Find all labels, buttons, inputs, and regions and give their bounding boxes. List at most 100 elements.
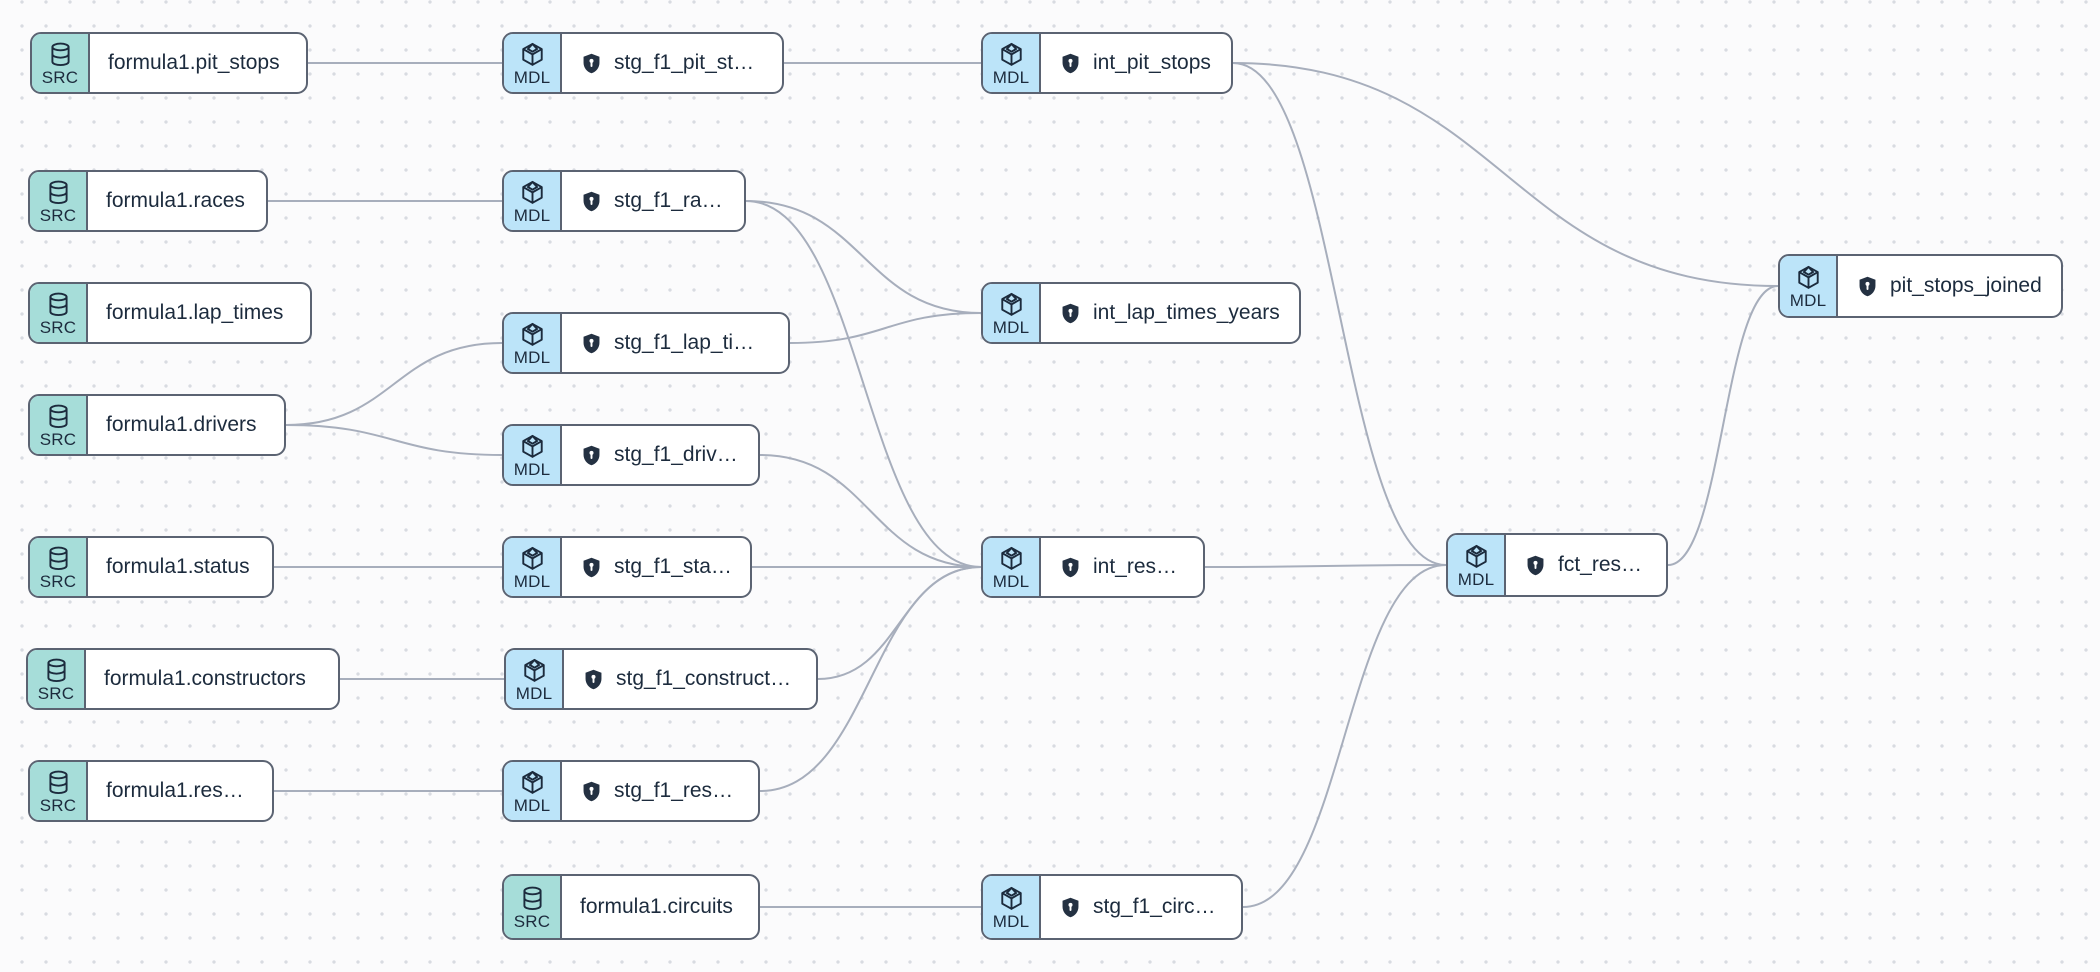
- node-body: stg_f1_circuits: [1041, 876, 1241, 938]
- lineage-edge: [1667, 285, 1779, 566]
- model-type-badge: MDL: [504, 538, 562, 596]
- shield-icon: [580, 444, 603, 467]
- model-type-badge: MDL: [1448, 535, 1506, 595]
- node-label: stg_f1_drivers: [614, 443, 740, 466]
- node-body: int_lap_times_years: [1041, 284, 1299, 342]
- node-label: formula1.results: [106, 779, 254, 802]
- database-icon: [45, 179, 72, 206]
- cube-icon: [998, 291, 1025, 318]
- lineage-edge: [759, 566, 982, 792]
- badge-label: SRC: [39, 571, 77, 591]
- model-type-badge: MDL: [504, 762, 562, 820]
- badge-label: MDL: [992, 911, 1030, 931]
- node-label: fct_results: [1558, 553, 1648, 576]
- node-body: formula1.constructors: [86, 650, 338, 708]
- badge-label: SRC: [39, 317, 77, 337]
- node-body: stg_f1_status: [562, 538, 750, 596]
- lineage-edge: [285, 424, 503, 456]
- database-icon: [519, 885, 546, 912]
- node-body: pit_stops_joined: [1838, 256, 2061, 316]
- lineage-edge: [745, 200, 982, 568]
- lineage-edge: [789, 312, 982, 344]
- graph-node-pit_stops_joined[interactable]: MDL pit_stops_joined: [1778, 254, 2063, 318]
- graph-node-fct_results[interactable]: MDL fct_results: [1446, 533, 1668, 597]
- shield-icon: [1059, 896, 1082, 919]
- badge-label: MDL: [1789, 290, 1827, 310]
- node-label: formula1.drivers: [106, 413, 257, 436]
- node-body: formula1.lap_times: [88, 284, 310, 342]
- graph-node-formula1.drivers[interactable]: SRC formula1.drivers: [28, 394, 286, 456]
- graph-node-int_lap_times_years[interactable]: MDL int_lap_times_years: [981, 282, 1301, 344]
- lineage-edge: [1204, 564, 1447, 568]
- badge-label: MDL: [513, 347, 551, 367]
- node-body: stg_f1_races: [562, 172, 744, 230]
- model-type-badge: MDL: [983, 284, 1041, 342]
- database-icon: [45, 403, 72, 430]
- lineage-edge: [285, 342, 503, 426]
- badge-label: MDL: [513, 459, 551, 479]
- graph-node-stg_f1_races[interactable]: MDL stg_f1_races: [502, 170, 746, 232]
- shield-icon: [580, 332, 603, 355]
- graph-node-stg_f1_constructors[interactable]: MDL stg_f1_constructors: [504, 648, 818, 710]
- badge-label: SRC: [37, 683, 75, 703]
- model-type-badge: MDL: [504, 34, 562, 92]
- node-body: formula1.races: [88, 172, 266, 230]
- model-type-badge: MDL: [504, 172, 562, 230]
- graph-node-formula1.races[interactable]: SRC formula1.races: [28, 170, 268, 232]
- cube-icon: [519, 179, 546, 206]
- cube-icon: [998, 885, 1025, 912]
- graph-node-formula1.constructors[interactable]: SRC formula1.constructors: [26, 648, 340, 710]
- cube-icon: [519, 41, 546, 68]
- cube-icon: [519, 545, 546, 572]
- shield-icon: [580, 780, 603, 803]
- node-label: pit_stops_joined: [1890, 274, 2042, 297]
- node-label: formula1.constructors: [104, 667, 306, 690]
- node-label: int_lap_times_years: [1093, 301, 1280, 324]
- graph-node-stg_f1_drivers[interactable]: MDL stg_f1_drivers: [502, 424, 760, 486]
- badge-label: SRC: [39, 429, 77, 449]
- node-body: formula1.drivers: [88, 396, 284, 454]
- model-type-badge: MDL: [983, 876, 1041, 938]
- shield-icon: [582, 668, 605, 691]
- node-label: stg_f1_status: [614, 555, 732, 578]
- badge-label: MDL: [513, 67, 551, 87]
- lineage-edge: [1242, 564, 1447, 908]
- node-body: stg_f1_drivers: [562, 426, 758, 484]
- cube-icon: [521, 657, 548, 684]
- node-label: formula1.pit_stops: [108, 51, 280, 74]
- source-type-badge: SRC: [28, 650, 86, 708]
- database-icon: [45, 545, 72, 572]
- badge-label: MDL: [515, 683, 553, 703]
- cube-icon: [998, 41, 1025, 68]
- lineage-edge: [1232, 62, 1447, 566]
- cube-icon: [519, 433, 546, 460]
- graph-node-formula1.lap_times[interactable]: SRC formula1.lap_times: [28, 282, 312, 344]
- badge-label: MDL: [1457, 569, 1495, 589]
- node-label: stg_f1_constructors: [616, 667, 798, 690]
- cube-icon: [519, 321, 546, 348]
- shield-icon: [580, 52, 603, 75]
- graph-node-stg_f1_circuits[interactable]: MDL stg_f1_circuits: [981, 874, 1243, 940]
- database-icon: [47, 41, 74, 68]
- graph-node-stg_f1_status[interactable]: MDL stg_f1_status: [502, 536, 752, 598]
- shield-icon: [580, 556, 603, 579]
- badge-label: MDL: [513, 205, 551, 225]
- badge-label: SRC: [41, 67, 79, 87]
- graph-node-formula1.pit_stops[interactable]: SRC formula1.pit_stops: [30, 32, 308, 94]
- database-icon: [45, 291, 72, 318]
- badge-label: MDL: [513, 795, 551, 815]
- model-type-badge: MDL: [506, 650, 564, 708]
- lineage-edge: [745, 200, 982, 314]
- badge-label: SRC: [39, 205, 77, 225]
- badge-label: MDL: [513, 571, 551, 591]
